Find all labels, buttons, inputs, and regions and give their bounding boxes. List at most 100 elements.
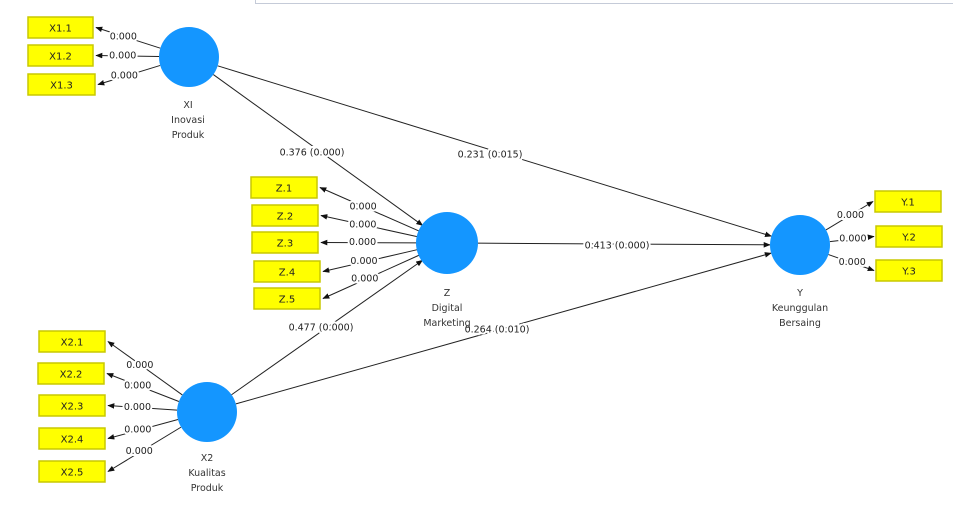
- indicator-box[interactable]: [38, 460, 106, 483]
- loading-value[interactable]: 0.000: [835, 208, 866, 223]
- indicator-box[interactable]: [250, 176, 318, 199]
- loading-value[interactable]: 0.000: [837, 232, 868, 247]
- indicator-z-4[interactable]: Z.4: [253, 260, 321, 283]
- path-coef-x1-y[interactable]: 0.231 (0.015): [456, 148, 525, 163]
- indicator-x1-3[interactable]: X1.3: [27, 73, 96, 96]
- indicator-box[interactable]: [875, 225, 943, 248]
- indicator-label: X2.5: [61, 468, 84, 479]
- indicator-x1-2[interactable]: X1.2: [27, 44, 94, 67]
- indicator-label: Y.2: [901, 233, 916, 244]
- loading-arrow-y-1[interactable]: [825, 201, 874, 231]
- latent-variable-z[interactable]: [416, 212, 478, 274]
- indicator-label: Z.5: [279, 295, 295, 306]
- loading-arrow-y-2[interactable]: [829, 234, 875, 243]
- indicator-z-1[interactable]: Z.1: [250, 176, 318, 199]
- construct-code-x2: X2: [201, 453, 214, 464]
- indicator-box[interactable]: [875, 259, 943, 282]
- loading-arrow-y-3[interactable]: [828, 254, 875, 272]
- indicator-box[interactable]: [251, 204, 319, 227]
- path-arrow-z-y[interactable]: [476, 241, 771, 248]
- indicator-x2-5[interactable]: X2.5: [38, 460, 106, 483]
- indicator-label: Z.4: [279, 268, 295, 279]
- indicator-box[interactable]: [253, 287, 321, 310]
- loading-arrow-x2-5[interactable]: [107, 426, 182, 472]
- construct-name-z-line1: Digital: [432, 303, 463, 314]
- loading-arrow-x2-4[interactable]: [107, 419, 179, 440]
- construct-name-x1-line2: Produk: [172, 130, 205, 141]
- loading-arrow-x1-2[interactable]: [95, 52, 160, 59]
- loading-value[interactable]: 0.000: [108, 29, 139, 44]
- indicator-y-3[interactable]: Y.3: [875, 259, 943, 282]
- construct-name-x2-line1: Kualitas: [188, 468, 225, 479]
- loading-value[interactable]: 0.000: [348, 254, 379, 269]
- indicator-x2-4[interactable]: X2.4: [38, 427, 106, 450]
- construct-name-x1-line1: Inovasi: [171, 115, 205, 126]
- indicator-box[interactable]: [27, 16, 94, 39]
- loading-value[interactable]: 0.000: [124, 444, 155, 459]
- indicator-label: X2.4: [61, 435, 84, 446]
- loading-arrow-x2-3[interactable]: [107, 403, 178, 411]
- indicator-label: X2.2: [60, 370, 83, 381]
- indicator-y-2[interactable]: Y.2: [875, 225, 943, 248]
- loading-value[interactable]: 0.000: [122, 400, 153, 415]
- loading-value[interactable]: 0.000: [122, 379, 153, 394]
- path-arrow-x2-z[interactable]: [231, 259, 424, 396]
- indicator-z-3[interactable]: Z.3: [251, 231, 319, 254]
- loading-value[interactable]: 0.000: [109, 68, 140, 83]
- loading-value[interactable]: 0.000: [347, 218, 378, 233]
- indicator-z-2[interactable]: Z.2: [251, 204, 319, 227]
- indicator-x2-1[interactable]: X2.1: [38, 330, 106, 353]
- latent-variable-y[interactable]: [770, 215, 830, 275]
- path-arrow-x1-y[interactable]: [217, 65, 772, 238]
- indicator-box[interactable]: [38, 394, 106, 417]
- indicator-box[interactable]: [27, 44, 94, 67]
- construct-code-z: Z: [444, 288, 451, 299]
- indicator-box[interactable]: [38, 427, 106, 450]
- indicator-y-1[interactable]: Y.1: [874, 190, 942, 213]
- indicator-box[interactable]: [38, 330, 106, 353]
- path-arrow-x1-z[interactable]: [213, 74, 424, 226]
- path-coef-z-y[interactable]: 0.413 (0.000): [583, 239, 652, 254]
- loading-value[interactable]: 0.000: [349, 271, 380, 286]
- loading-arrow-x2-1[interactable]: [107, 341, 183, 396]
- indicator-z-5[interactable]: Z.5: [253, 287, 321, 310]
- loading-arrow-z-4[interactable]: [322, 249, 418, 273]
- indicator-x2-2[interactable]: X2.2: [37, 362, 105, 385]
- path-coef-x1-z[interactable]: 0.376 (0.000): [278, 146, 347, 161]
- indicator-box[interactable]: [874, 190, 942, 213]
- loading-value[interactable]: 0.000: [107, 48, 138, 63]
- loading-arrow-x2-2[interactable]: [106, 373, 180, 402]
- path-coef-x2-y[interactable]: 0.264 (0.010): [463, 323, 532, 338]
- indicator-label: X1.3: [50, 81, 73, 92]
- loading-value[interactable]: 0.000: [837, 255, 868, 270]
- indicator-label: Y.3: [901, 267, 916, 278]
- loading-arrow-z-5[interactable]: [322, 254, 420, 299]
- latent-variable-x1[interactable]: [159, 27, 219, 87]
- indicator-x1-1[interactable]: X1.1: [27, 16, 94, 39]
- loading-value[interactable]: 0.000: [347, 200, 378, 215]
- construct-code-y: Y: [796, 288, 803, 299]
- loading-arrow-x1-3[interactable]: [97, 64, 161, 86]
- indicator-box[interactable]: [251, 231, 319, 254]
- indicator-label: Y.1: [900, 198, 915, 209]
- construct-name-y-line2: Bersaing: [779, 318, 821, 329]
- path-coef-x2-z[interactable]: 0.477 (0.000): [287, 321, 356, 336]
- path-arrow-x2-y[interactable]: [235, 252, 772, 405]
- indicator-x2-3[interactable]: X2.3: [38, 394, 106, 417]
- loading-arrow-z-1[interactable]: [319, 187, 420, 232]
- latent-variable-x2[interactable]: [177, 382, 237, 442]
- loading-arrow-z-2[interactable]: [320, 214, 418, 238]
- construct-name-z-line2: Marketing: [423, 318, 470, 329]
- indicator-box[interactable]: [253, 260, 321, 283]
- construct-code-x1: XI: [183, 100, 192, 111]
- loading-value[interactable]: 0.000: [347, 235, 378, 250]
- indicator-label: Z.2: [277, 212, 293, 223]
- indicator-box[interactable]: [37, 362, 105, 385]
- top-panel-edge: [255, 0, 953, 4]
- loading-value[interactable]: 0.000: [122, 422, 153, 437]
- loading-arrow-x1-1[interactable]: [95, 26, 161, 49]
- loading-value[interactable]: 0.000: [124, 358, 155, 373]
- indicator-box[interactable]: [27, 73, 96, 96]
- indicator-label: X2.1: [61, 338, 84, 349]
